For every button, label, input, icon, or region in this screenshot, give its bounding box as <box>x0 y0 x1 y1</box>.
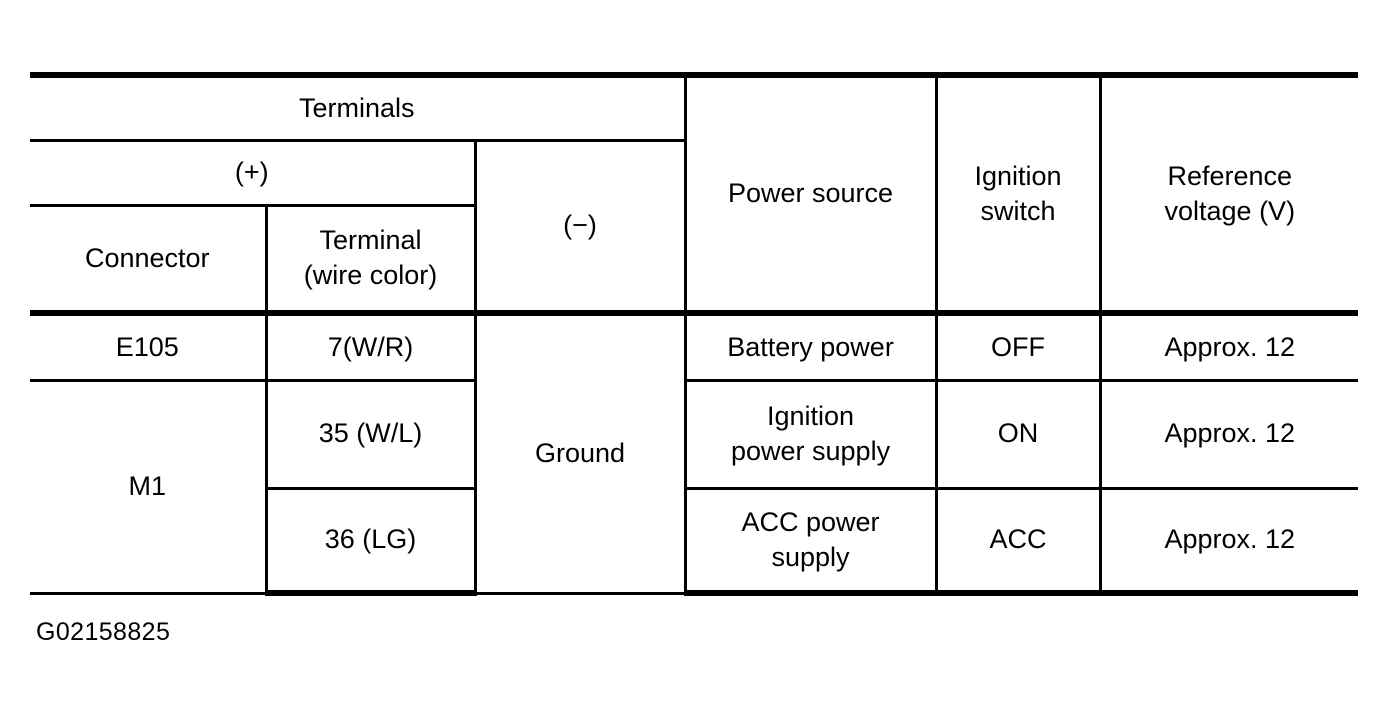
cell-power-source-ignition-line2: power supply <box>730 436 891 466</box>
cell-reference-voltage-3: Approx. 12 <box>1098 486 1359 596</box>
header-reference-voltage-line2: voltage (V) <box>1164 196 1296 226</box>
cell-power-source-acc: ACC power supply <box>683 486 938 596</box>
cell-reference-voltage-2: Approx. 12 <box>1098 378 1359 490</box>
table-header-row-1: Terminals Power source Ignition switch R… <box>30 72 1359 315</box>
header-terminals-group: Terminals <box>30 72 687 142</box>
cell-reference-voltage-1: Approx. 12 <box>1098 310 1359 382</box>
table-header-row-3: Connector Terminal (wire color) <box>30 203 1358 315</box>
cell-ignition-switch-acc: ACC <box>934 486 1102 596</box>
header-terminal-wire-color: Terminal (wire color) <box>264 203 475 315</box>
cell-terminal-35wl: 35 (W/L) <box>264 378 477 490</box>
cell-power-source-ignition: Ignition power supply <box>683 378 938 490</box>
header-reference-voltage-line1: Reference <box>1167 160 1293 191</box>
cell-negative-ground: Ground <box>473 310 687 595</box>
header-ignition-switch-line2: switch <box>980 196 1056 226</box>
header-negative-group: (−) <box>473 138 686 315</box>
figure-id-caption: G02158825 <box>36 618 171 646</box>
cell-ignition-switch-on: ON <box>934 378 1102 490</box>
table-header-row-2: (+) (−) <box>30 138 1358 315</box>
cell-terminal-7wr: 7(W/R) <box>264 310 477 382</box>
table-row: M1 35 (W/L) Ignition power supply ON App… <box>30 378 1359 595</box>
cell-connector-m1: M1 <box>30 378 268 595</box>
header-power-source: Power source <box>683 72 938 315</box>
cell-power-source-acc-line1: ACC power <box>741 506 880 537</box>
header-connector: Connector <box>30 203 268 315</box>
cell-power-source-ignition-line1: Ignition <box>766 400 855 431</box>
terminal-voltage-table: Terminals Power source Ignition switch R… <box>30 72 1359 596</box>
table-row: 36 (LG) ACC power supply ACC Approx. 12 <box>30 486 1359 596</box>
header-terminal-line1: Terminal <box>319 225 422 256</box>
header-ignition-switch: Ignition switch <box>934 72 1102 315</box>
cell-ignition-switch-off: OFF <box>934 310 1102 382</box>
table-row: E105 7(W/R) Ground Battery power OFF App… <box>30 310 1359 595</box>
header-positive-group: (+) <box>30 138 477 207</box>
header-ignition-switch-line1: Ignition <box>974 160 1062 191</box>
header-terminal-line2: (wire color) <box>303 260 438 291</box>
header-reference-voltage: Reference voltage (V) <box>1098 72 1359 315</box>
cell-power-source-battery: Battery power <box>683 310 938 382</box>
cell-terminal-36lg: 36 (LG) <box>266 486 477 596</box>
cell-power-source-acc-line2: supply <box>771 541 850 572</box>
cell-connector-e105: E105 <box>30 310 268 382</box>
